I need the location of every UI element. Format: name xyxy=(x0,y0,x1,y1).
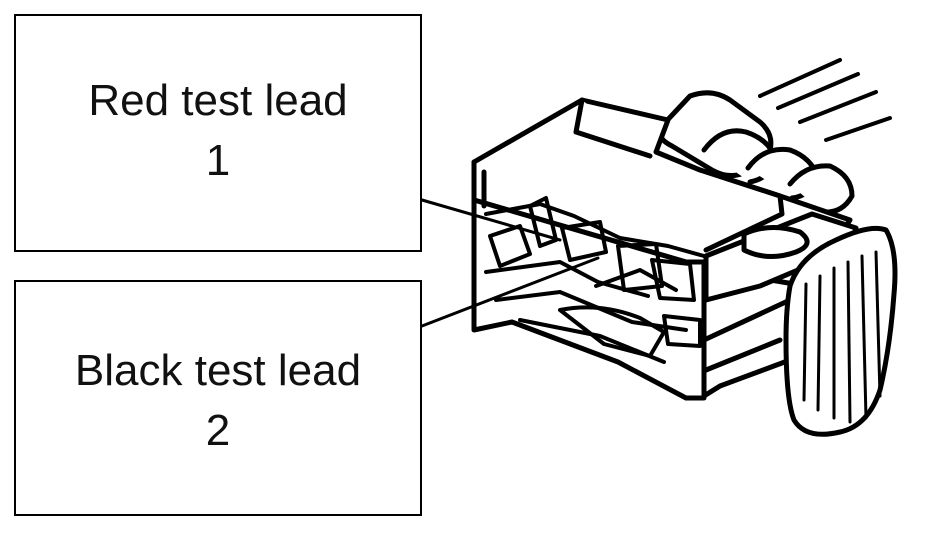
terminal-cavities xyxy=(484,196,706,364)
black-lead-pointer xyxy=(420,256,600,328)
red-test-lead-label: Red test lead xyxy=(88,76,348,125)
red-test-lead-number: 1 xyxy=(205,136,231,185)
black-test-lead-number: 2 xyxy=(205,406,231,455)
black-test-lead-label: Black test lead xyxy=(74,346,362,395)
wire-seals xyxy=(656,90,855,215)
locking-lever xyxy=(701,211,859,399)
red-lead-pointer xyxy=(420,198,562,242)
leader-lines xyxy=(420,198,600,328)
black-test-lead-box: Black test lead 2 xyxy=(14,280,422,516)
lever-grip xyxy=(783,225,898,437)
connector-wires xyxy=(758,58,892,142)
red-test-lead-box: Red test lead 1 xyxy=(14,14,422,252)
